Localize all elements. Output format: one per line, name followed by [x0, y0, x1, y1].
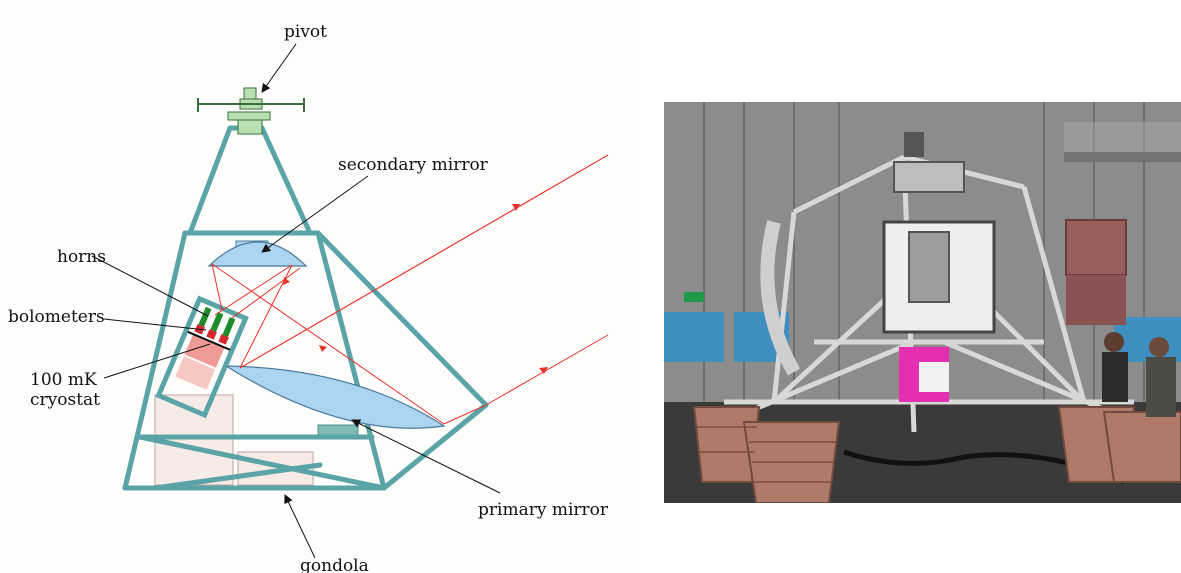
label-cryostat-line2: cryostat	[30, 390, 100, 410]
gondola-photograph	[664, 102, 1181, 503]
label-bolometers: bolometers	[8, 307, 105, 327]
primary-mirror	[223, 365, 446, 429]
people	[1102, 332, 1176, 417]
optical-rays	[211, 154, 609, 425]
leader-lines	[91, 43, 501, 559]
label-gondola: gondola	[300, 556, 369, 573]
label-cryostat-line1: 100 mK	[30, 370, 97, 390]
label-horns: horns	[57, 247, 106, 267]
secondary-mirror	[207, 240, 308, 267]
label-pivot: pivot	[284, 22, 327, 42]
pivot-assembly	[197, 87, 305, 135]
telescope-schematic-diagram: pivot secondary mirror horns bolometers …	[8, 22, 609, 573]
cryostat	[155, 295, 249, 419]
wall-cabinet	[1065, 219, 1127, 276]
label-primary-mirror: primary mirror	[478, 500, 609, 520]
photo-mirror	[760, 220, 801, 376]
label-secondary-mirror: secondary mirror	[338, 155, 489, 175]
gondola-frame	[122, 125, 489, 491]
